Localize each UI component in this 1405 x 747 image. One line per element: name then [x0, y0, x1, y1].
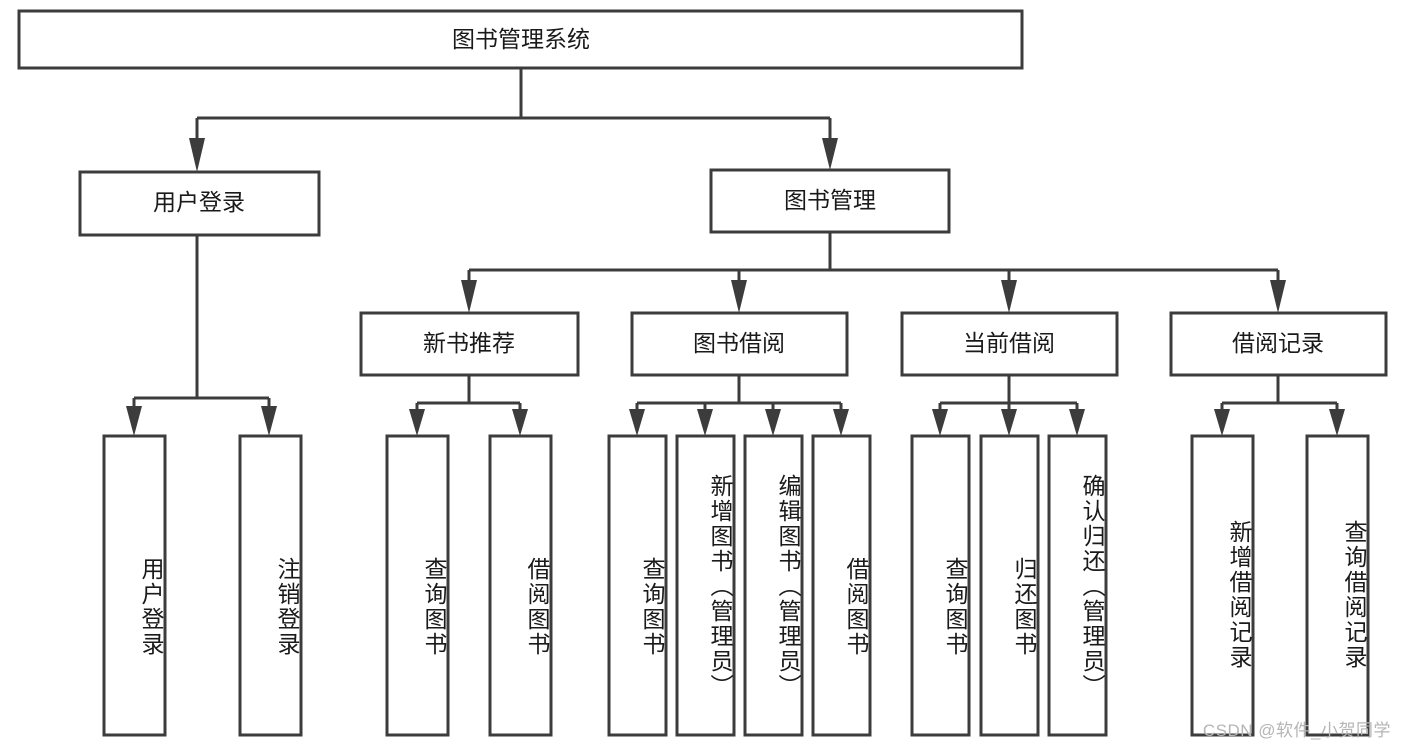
leaf-user-login-label-wrap: 用户登录: [138, 557, 164, 657]
node-new-book-recommend-box[interactable]: [359, 311, 580, 377]
leaf-query-record-box[interactable]: [1305, 434, 1370, 737]
leaf-query-book-3[interactable]: 查询图书: [910, 434, 971, 737]
arrow-head-leaf-borrow-book-1: [512, 409, 528, 436]
leaf-return-book-box[interactable]: [979, 434, 1040, 737]
arrow-head-book-borrow: [731, 280, 747, 313]
node-root-label: 图书管理系统: [452, 26, 590, 52]
arrow-head-leaf-query-book-2: [629, 409, 645, 436]
leaf-add-record-label-wrap: 新增借阅记录: [1226, 519, 1252, 670]
leaf-query-book-1-label-wrap: 查询图书: [421, 557, 447, 657]
leaf-confirm-return[interactable]: 确认归还（管理员）: [1047, 434, 1108, 737]
arrow-head-leaf-query-book-3: [932, 409, 948, 436]
leaf-user-login-box[interactable]: [102, 434, 167, 737]
leaf-borrow-book-1[interactable]: 借阅图书: [488, 434, 553, 737]
node-new-book-recommend-label: 新书推荐: [423, 330, 515, 356]
node-book-manage[interactable]: 图书管理: [709, 168, 951, 234]
node-book-borrow-box[interactable]: [630, 311, 849, 377]
leaf-return-book-label-wrap: 归还图书: [1011, 557, 1037, 657]
node-user-login[interactable]: 用户登录: [78, 170, 321, 237]
leaf-query-book-2-label-wrap: 查询图书: [639, 557, 665, 657]
leaf-return-book-label: 归还图书: [1011, 557, 1037, 657]
leaf-borrow-book-1-label-wrap: 借阅图书: [524, 557, 550, 657]
node-user-login-box[interactable]: [78, 170, 321, 237]
leaf-confirm-return-box[interactable]: [1047, 434, 1108, 737]
node-book-borrow-label: 图书借阅: [693, 330, 785, 356]
node-new-book-recommend[interactable]: 新书推荐: [359, 311, 580, 377]
arrow-head-current-borrow: [1001, 280, 1017, 313]
arrow-head-leaf-user-login: [126, 406, 142, 436]
leaf-edit-book[interactable]: 编辑图书（管理员）: [743, 434, 804, 737]
leaf-borrow-book-1-label: 借阅图书: [524, 557, 550, 657]
arrow-head-leaf-query-record: [1329, 409, 1345, 436]
arrow-head-leaf-return-book: [1001, 409, 1017, 436]
leaf-user-logout-label: 注销登录: [274, 557, 300, 657]
arrow-head-leaf-borrow-book-2: [833, 409, 849, 436]
leaf-user-logout[interactable]: 注销登录: [238, 434, 303, 737]
leaf-query-record[interactable]: 查询借阅记录: [1305, 434, 1370, 737]
arrow-head-leaf-add-book: [697, 409, 713, 436]
leaf-query-record-label: 查询借阅记录: [1341, 519, 1367, 670]
leaf-user-logout-box[interactable]: [238, 434, 303, 737]
arrow-head-leaf-query-book-1: [409, 409, 425, 436]
connector-layer: [126, 68, 1345, 436]
leaf-borrow-book-2-label: 借阅图书: [843, 557, 869, 657]
arrow-head-book-manage: [822, 138, 838, 170]
leaf-add-book[interactable]: 新增图书（管理员）: [675, 434, 736, 737]
leaf-add-book-label-wrap: 新增图书（管理员）: [707, 473, 733, 699]
leaf-user-login-label: 用户登录: [138, 557, 164, 657]
leaf-query-book-3-label: 查询图书: [942, 557, 968, 657]
leaf-confirm-return-label: 确认归还（管理员）: [1079, 473, 1105, 699]
node-current-borrow-label: 当前借阅: [963, 330, 1055, 356]
node-user-login-label: 用户登录: [153, 189, 245, 215]
leaf-query-book-1-label: 查询图书: [421, 557, 447, 657]
node-root-box[interactable]: [17, 9, 1024, 70]
arrow-head-user-login: [189, 138, 205, 172]
leaf-add-record[interactable]: 新增借阅记录: [1190, 434, 1255, 737]
leaf-add-book-label: 新增图书（管理员）: [707, 473, 733, 699]
leaf-confirm-return-label-wrap: 确认归还（管理员）: [1079, 473, 1105, 699]
node-borrow-record-box[interactable]: [1169, 311, 1388, 377]
leaf-query-book-2[interactable]: 查询图书: [607, 434, 668, 737]
leaf-add-book-box[interactable]: [675, 434, 736, 737]
leaf-add-record-box[interactable]: [1190, 434, 1255, 737]
leaf-edit-book-label-wrap: 编辑图书（管理员）: [775, 473, 801, 699]
arrow-head-borrow-record: [1270, 280, 1286, 313]
leaf-user-logout-label-wrap: 注销登录: [274, 557, 300, 657]
arrow-head-leaf-add-record: [1214, 409, 1230, 436]
leaf-user-login[interactable]: 用户登录: [102, 434, 167, 737]
arrow-head-leaf-edit-book: [765, 409, 781, 436]
leaf-add-record-label: 新增借阅记录: [1226, 519, 1252, 670]
node-book-manage-box[interactable]: [709, 168, 951, 234]
node-current-borrow-box[interactable]: [900, 311, 1119, 377]
node-borrow-record-label: 借阅记录: [1232, 330, 1324, 356]
leaf-query-record-label-wrap: 查询借阅记录: [1341, 519, 1367, 670]
arrow-head-leaf-confirm-return: [1069, 409, 1085, 436]
node-borrow-record[interactable]: 借阅记录: [1169, 311, 1388, 377]
leaf-borrow-book-2-label-wrap: 借阅图书: [843, 557, 869, 657]
leaf-query-book-1-box[interactable]: [385, 434, 450, 737]
leaf-query-book-2-label: 查询图书: [639, 557, 665, 657]
node-current-borrow[interactable]: 当前借阅: [900, 311, 1119, 377]
leaf-return-book[interactable]: 归还图书: [979, 434, 1040, 737]
leaf-edit-book-box[interactable]: [743, 434, 804, 737]
leaf-borrow-book-1-box[interactable]: [488, 434, 553, 737]
leaf-query-book-3-label-wrap: 查询图书: [942, 557, 968, 657]
arrow-head-leaf-user-logout: [261, 406, 277, 436]
node-root[interactable]: 图书管理系统: [17, 9, 1024, 70]
leaf-query-book-2-box[interactable]: [607, 434, 668, 737]
node-book-borrow[interactable]: 图书借阅: [630, 311, 849, 377]
leaf-borrow-book-2-box[interactable]: [811, 434, 872, 737]
leaf-query-book-1[interactable]: 查询图书: [385, 434, 450, 737]
arrow-head-new-book-recommend: [461, 280, 477, 313]
leaf-edit-book-label: 编辑图书（管理员）: [775, 473, 801, 699]
leaf-borrow-book-2[interactable]: 借阅图书: [811, 434, 872, 737]
node-book-manage-label: 图书管理: [784, 187, 876, 213]
leaf-query-book-3-box[interactable]: [910, 434, 971, 737]
